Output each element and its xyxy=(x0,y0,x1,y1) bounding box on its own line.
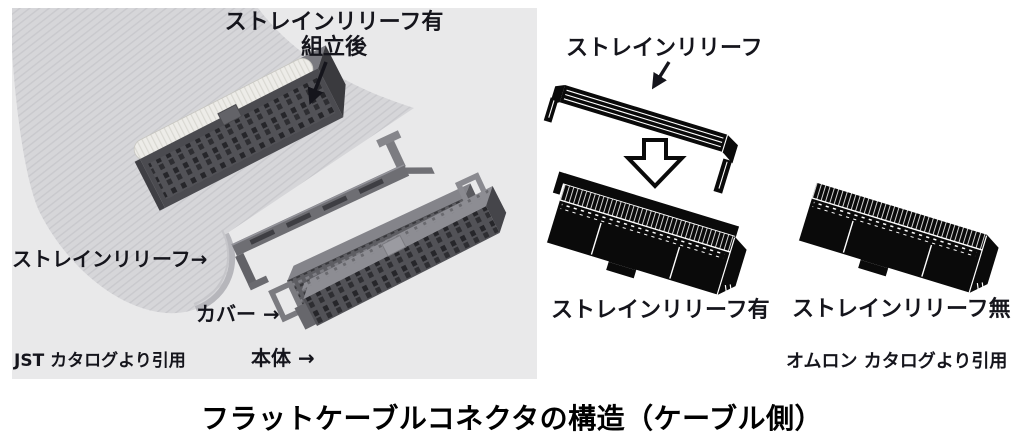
without-strain-relief-label: ストレインリリーフ無 xyxy=(792,297,1011,322)
connector-without-strain-relief xyxy=(795,181,1002,307)
hollow-down-arrow-icon xyxy=(623,138,687,189)
omron-strain-relief-label: ストレインリリーフ xyxy=(566,36,763,61)
cover-part-label: カバー → xyxy=(196,302,280,326)
omron-lineart-area xyxy=(543,61,1002,309)
body-part xyxy=(294,186,507,330)
jst-source-credit: JST カタログより引用 xyxy=(14,351,186,371)
down-arrow-icon xyxy=(651,61,671,90)
assembled-label-line1: ストレインリリーフ有 xyxy=(224,10,444,35)
with-strain-relief-label: ストレインリリーフ有 xyxy=(551,298,770,323)
jst-photo-panel xyxy=(12,8,537,379)
omron-source-credit: オムロン カタログより引用 xyxy=(786,351,1008,372)
assembled-connector-label: ストレインリリーフ有 組立後 xyxy=(200,10,468,60)
strain-relief-part-label: ストレインリリーフ→ xyxy=(12,247,208,271)
body-part-label: 本体 → xyxy=(251,346,315,370)
assembled-connector xyxy=(133,45,346,211)
figure-caption: フラットケーブルコネクタの構造（ケーブル側） xyxy=(201,402,823,435)
strain-relief-part xyxy=(231,130,435,291)
assembled-label-line2: 組立後 xyxy=(300,34,367,60)
omron-strain-relief-part xyxy=(543,85,738,194)
diagonal-down-arrow-icon xyxy=(307,61,328,105)
connector-with-strain-relief xyxy=(543,171,750,309)
